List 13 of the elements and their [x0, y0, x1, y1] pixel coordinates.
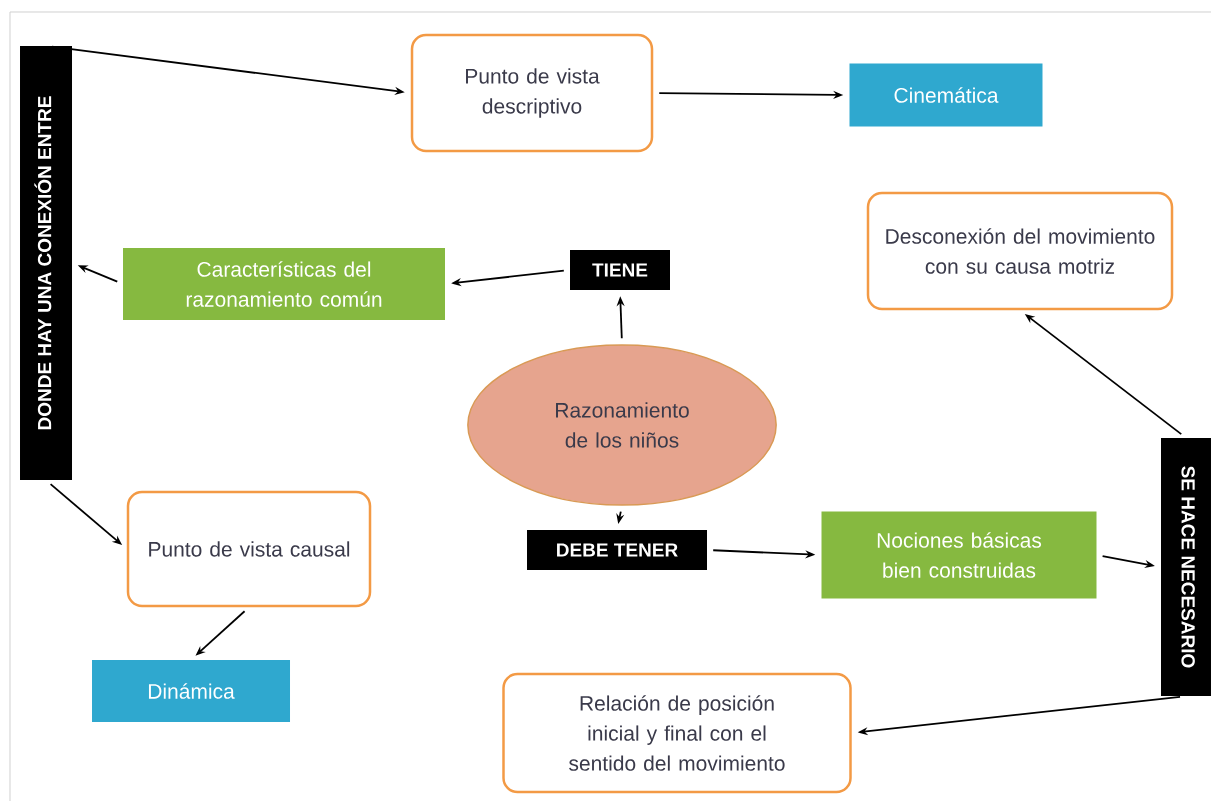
concept-box: Cinemática — [849, 63, 1043, 127]
rounded-box: Desconexión del movimiento con su causa motriz — [866, 191, 1174, 311]
rounded-box: Punto de vista descriptivo — [410, 33, 654, 153]
label-box: DEBE TENER — [527, 530, 707, 570]
rounded-box: Relación de posición inicial y final con el sentido del movimiento — [502, 672, 852, 794]
concept-box: Dinámica — [92, 660, 290, 722]
rounded-box: Punto de vista causal — [126, 490, 372, 608]
concept-box: Nociones básicas bien construidas — [821, 511, 1097, 599]
vertical-label-box: DONDE HAY UNA CONEXIÓN ENTRE — [20, 46, 72, 480]
vertical-label-box: SE HACE NECESARIO — [1161, 438, 1211, 696]
ellipse-node: Razonamiento de los niños — [467, 344, 777, 506]
label-box: TIENE — [570, 250, 670, 290]
concept-box: Características del razonamiento común — [123, 248, 445, 320]
